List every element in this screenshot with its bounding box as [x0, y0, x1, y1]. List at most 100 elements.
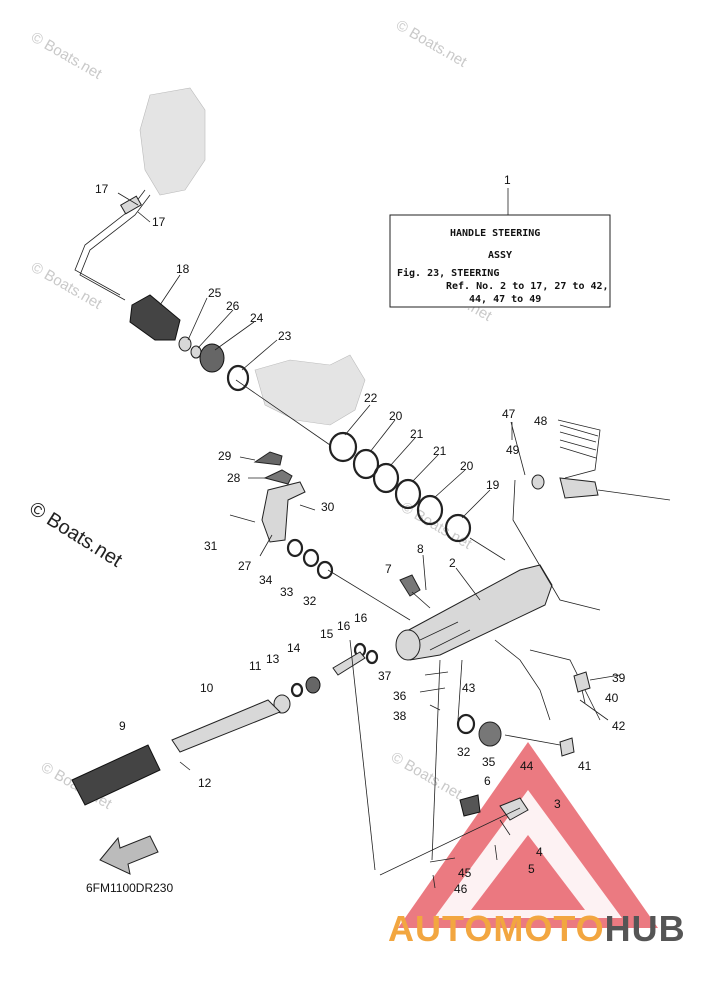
part-number-label: 32: [457, 745, 471, 759]
part-number-label: 4: [536, 845, 543, 859]
part-spring: [305, 676, 321, 694]
part-o-ring: [352, 448, 380, 480]
watermark-text: © Boats.net: [393, 17, 470, 71]
part-number-label: 16: [337, 619, 351, 633]
info-box-title: HANDLE STEERING: [450, 228, 540, 239]
part-number-label: 24: [250, 311, 264, 325]
part-number-label: 41: [578, 759, 592, 773]
part-number-label: 28: [227, 471, 241, 485]
info-box-subtitle: ASSY: [488, 250, 512, 261]
info-box-ref-number: 1: [504, 173, 511, 187]
part-washer: [365, 649, 379, 665]
brand-triangle-logo: [398, 742, 658, 928]
part-number-label: 18: [176, 262, 190, 276]
part-number-label: 49: [506, 443, 520, 457]
part-number-label: 3: [554, 797, 561, 811]
part-number-label: 44: [520, 759, 534, 773]
part-number-label: 46: [454, 882, 468, 896]
part-grip-sleeve: [71, 744, 161, 806]
info-box-ref-line: 44, 47 to 49: [469, 294, 541, 305]
part-number-label: 40: [605, 691, 619, 705]
part-bushing: [478, 721, 502, 747]
part-number-label: 20: [460, 459, 474, 473]
part-number-label: 22: [364, 391, 378, 405]
part-number-label: 21: [433, 444, 447, 458]
part-number-label: 23: [278, 329, 292, 343]
part-number-label: 42: [612, 719, 626, 733]
part-number-label: 5: [528, 862, 535, 876]
part-number-label: 21: [410, 427, 424, 441]
part-number-label: 25: [208, 286, 222, 300]
part-number-label: 35: [482, 755, 496, 769]
diagram-code: 6FM1100DR230: [86, 881, 173, 895]
part-number-label: 2: [449, 556, 456, 570]
watermark-text: © Boats.net: [388, 749, 465, 803]
part-o-ring: [444, 513, 472, 543]
assembly-info-box: HANDLE STEERING ASSY Fig. 23, STEERING R…: [389, 188, 611, 308]
part-holder: [459, 794, 481, 817]
info-box-figure: Fig. 23, STEERING: [397, 267, 499, 279]
part-bolt: [332, 651, 366, 676]
part-number-label: 13: [266, 652, 280, 666]
brand-part1: AUTOMOTO: [388, 908, 605, 949]
part-washer: [290, 682, 304, 698]
part-friction-ring: [226, 364, 250, 392]
side-watermark: © Boats.net: [25, 498, 126, 572]
part-tiller-handle: [397, 564, 553, 661]
part-o-ring: [394, 478, 422, 510]
part-washer: [190, 345, 202, 359]
part-washer: [286, 538, 304, 558]
part-bracket: [399, 574, 421, 597]
part-washer: [456, 713, 476, 735]
part-cable-holder: [573, 671, 591, 693]
part-cap: [253, 451, 283, 466]
part-o-ring: [372, 462, 400, 494]
part-washer: [316, 560, 334, 580]
part-number-label: 43: [462, 681, 476, 695]
part-number-label: 17: [152, 215, 166, 229]
part-number-label: 29: [218, 449, 232, 463]
part-number-label: 6: [484, 774, 491, 788]
part-stop-switch: [559, 477, 599, 499]
part-number-label: 17: [95, 182, 109, 196]
part-cover: [263, 469, 293, 485]
background-engine-silhouette: [139, 87, 366, 426]
part-number-label: 10: [200, 681, 214, 695]
part-washer: [302, 548, 320, 568]
part-number-label: 11: [249, 659, 262, 673]
throttle-linkage-rods: [74, 189, 151, 301]
part-number-label: 45: [458, 866, 472, 880]
brand-wordmark: AUTOMOTOHUB: [388, 908, 686, 950]
watermark-text: © Boats.net: [28, 29, 105, 83]
forward-direction-arrow: [99, 835, 159, 875]
part-number-label: 27: [238, 559, 252, 573]
part-number-label: 8: [417, 542, 424, 556]
part-number-label: 47: [502, 407, 516, 421]
part-number-label: 16: [354, 611, 368, 625]
part-number-label: 20: [389, 409, 403, 423]
brand-part2: HUB: [604, 908, 686, 949]
part-number-label: 9: [119, 719, 126, 733]
part-o-ring: [416, 494, 444, 526]
part-number-label: 32: [303, 594, 317, 608]
part-number-label: 36: [393, 689, 407, 703]
part-number-label: 31: [204, 539, 218, 553]
part-number-labels: 1717182526242322202121201929283031273433…: [95, 182, 626, 896]
part-number-label: 7: [385, 562, 392, 576]
watermark-layer: © Boats.net © Boats.net © Boats.net © Bo…: [28, 17, 495, 813]
part-number-label: 39: [612, 671, 626, 685]
part-friction-plate: [199, 343, 225, 373]
part-number-label: 30: [321, 500, 335, 514]
info-box-ref-line: Ref. No. 2 to 17, 27 to 42,: [446, 281, 609, 292]
throttle-grip-sleeve: [129, 294, 181, 341]
part-number-label: 37: [378, 669, 392, 683]
part-o-ring: [328, 431, 358, 463]
part-number-label: 26: [226, 299, 240, 313]
part-number-label: 34: [259, 573, 273, 587]
part-washer: [178, 336, 192, 352]
part-throttle-grip: [171, 699, 281, 753]
part-number-label: 33: [280, 585, 294, 599]
watermark-text: © Boats.net: [28, 259, 105, 313]
part-collar: [273, 694, 291, 714]
